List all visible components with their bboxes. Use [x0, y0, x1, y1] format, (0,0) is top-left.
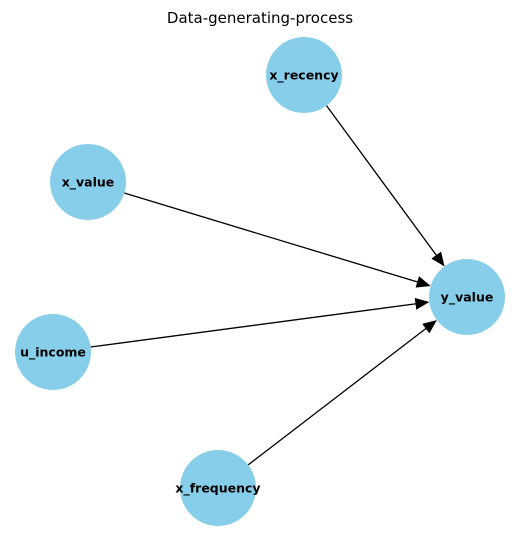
node-circle: [429, 259, 505, 335]
node-y_value: y_value: [429, 259, 505, 335]
node-x_frequency: x_frequency: [175, 450, 261, 526]
edge-x_value-to-y_value: [124, 192, 431, 288]
node-x_recency: x_recency: [266, 37, 342, 113]
node-label: y_value: [441, 290, 494, 306]
node-u_income: u_income: [15, 314, 91, 390]
node-circle: [266, 37, 342, 113]
edge-x_frequency-to-y_value: [247, 320, 437, 466]
node-circle: [15, 314, 91, 390]
nodes-layer: x_recency x_value y_value u_income x_frequen…: [15, 37, 505, 526]
node-label: x_recency: [269, 68, 338, 84]
edge-x_recency-to-y_value: [325, 105, 445, 267]
edges-layer: [90, 105, 445, 466]
edge-u_income-to-y_value: [90, 297, 430, 348]
node-label: x_value: [62, 175, 115, 191]
node-label: x_frequency: [175, 481, 260, 497]
node-circle: [50, 144, 126, 220]
node-label: u_income: [20, 345, 86, 361]
node-x_value: x_value: [50, 144, 126, 220]
node-circle: [180, 450, 256, 526]
diagram-title: Data-generating-process: [167, 9, 353, 27]
